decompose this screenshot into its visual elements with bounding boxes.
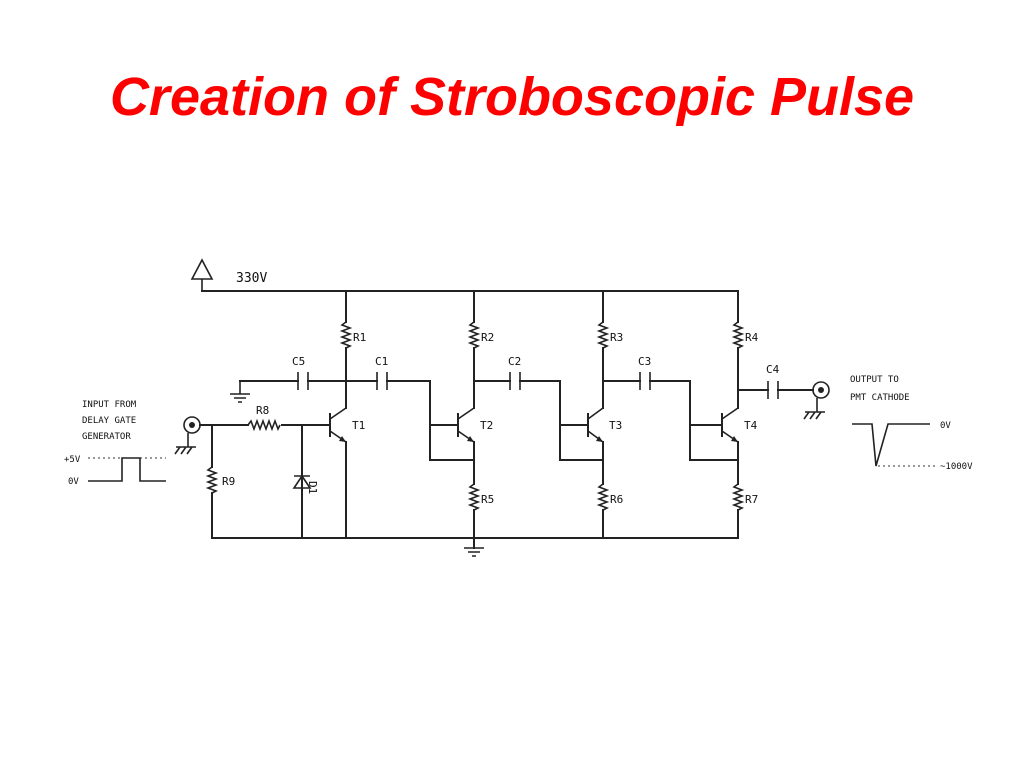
resistor-r6: R6	[596, 483, 623, 511]
resistor-r7-label: R7	[745, 493, 758, 506]
resistor-r1: R1	[339, 321, 366, 349]
capacitor-c4-label: C4	[766, 363, 780, 376]
input-pulse-waveform	[88, 457, 166, 482]
input-label-line-2: DELAY GATE	[82, 416, 136, 426]
capacitor-c1-label: C1	[375, 355, 388, 368]
input-connector	[174, 416, 201, 455]
circuit-wires	[199, 290, 814, 549]
slide-title: Creation of Stroboscopic Pulse	[109, 67, 915, 127]
output-label-line-1: OUTPUT TO	[850, 375, 899, 385]
resistor-icon	[596, 483, 610, 511]
capacitor-icon	[639, 372, 651, 390]
ground-icon	[230, 381, 250, 403]
transistor-t3-label: T3	[609, 419, 622, 432]
npn-transistor-icon	[329, 407, 347, 443]
input-label-line-3: GENERATOR	[82, 432, 131, 442]
resistor-icon	[205, 466, 219, 494]
input-low-level-label: 0V	[68, 477, 79, 487]
output-connector	[803, 381, 830, 420]
capacitor-icon	[767, 381, 779, 399]
capacitor-c5-label: C5	[292, 355, 305, 368]
resistor-r7: R7	[731, 483, 758, 511]
transistor-t1: T1	[329, 407, 365, 443]
input-label-line-1: INPUT FROM	[82, 400, 137, 410]
capacitor-icon	[297, 372, 309, 390]
resistor-r3: R3	[596, 321, 623, 349]
output-pulse-waveform	[852, 423, 930, 467]
capacitor-c4: C4	[766, 363, 780, 399]
resistor-icon	[731, 483, 745, 511]
ground-icon	[464, 547, 484, 557]
output-label-line-2: PMT CATHODE	[850, 393, 910, 403]
coaxial-connector-icon	[803, 381, 830, 420]
resistor-icon	[731, 321, 745, 349]
transistor-t2: T2	[457, 407, 493, 443]
resistor-icon	[247, 418, 281, 432]
resistor-r1-label: R1	[353, 331, 366, 344]
resistor-icon	[596, 321, 610, 349]
capacitor-c2: C2	[508, 355, 521, 390]
resistor-r2: R2	[467, 321, 494, 349]
resistor-r4: R4	[731, 321, 759, 349]
resistor-r9: R9	[205, 466, 235, 494]
transistor-t3: T3	[587, 407, 622, 443]
resistor-r4-label: R4	[745, 331, 759, 344]
diode-d1-label: D1	[306, 481, 319, 494]
output-zero-level-label: 0V	[940, 421, 951, 431]
transistor-t2-label: T2	[480, 419, 493, 432]
capacitor-c2-label: C2	[508, 355, 521, 368]
resistor-r9-label: R9	[222, 475, 235, 488]
resistor-r2-label: R2	[481, 331, 494, 344]
supply-arrow-icon	[190, 258, 214, 291]
resistor-icon	[339, 321, 353, 349]
resistor-r6-label: R6	[610, 493, 623, 506]
resistor-r3-label: R3	[610, 331, 623, 344]
resistor-r8: R8	[247, 404, 281, 432]
capacitor-icon	[376, 372, 388, 390]
coaxial-connector-icon	[174, 416, 201, 455]
npn-transistor-icon	[587, 407, 604, 443]
transistor-t1-label: T1	[352, 419, 365, 432]
diode-d1: D1	[292, 474, 319, 494]
supply-terminal: 330V	[190, 258, 267, 291]
supply-voltage-label: 330V	[236, 271, 267, 286]
transistor-t4-label: T4	[744, 419, 758, 432]
input-annotation: INPUT FROM DELAY GATE GENERATOR +5V 0V	[64, 400, 166, 487]
diode-icon	[292, 474, 312, 489]
resistor-icon	[467, 483, 481, 511]
resistor-r5-label: R5	[481, 493, 494, 506]
resistor-r8-label: R8	[256, 404, 269, 417]
capacitor-c1: C1	[375, 355, 388, 390]
output-pulse-level-label: ~1000V	[940, 462, 973, 472]
npn-transistor-icon	[457, 407, 475, 443]
input-high-level-label: +5V	[64, 455, 81, 465]
output-annotation: OUTPUT TO PMT CATHODE 0V ~1000V	[850, 375, 973, 472]
capacitor-c5: C5	[292, 355, 309, 390]
resistor-icon	[467, 321, 481, 349]
capacitor-c3: C3	[638, 355, 651, 390]
capacitor-icon	[509, 372, 521, 390]
capacitor-c3-label: C3	[638, 355, 651, 368]
resistor-r5: R5	[467, 483, 494, 511]
npn-transistor-icon	[721, 407, 739, 443]
transistor-t4: T4	[721, 407, 758, 443]
